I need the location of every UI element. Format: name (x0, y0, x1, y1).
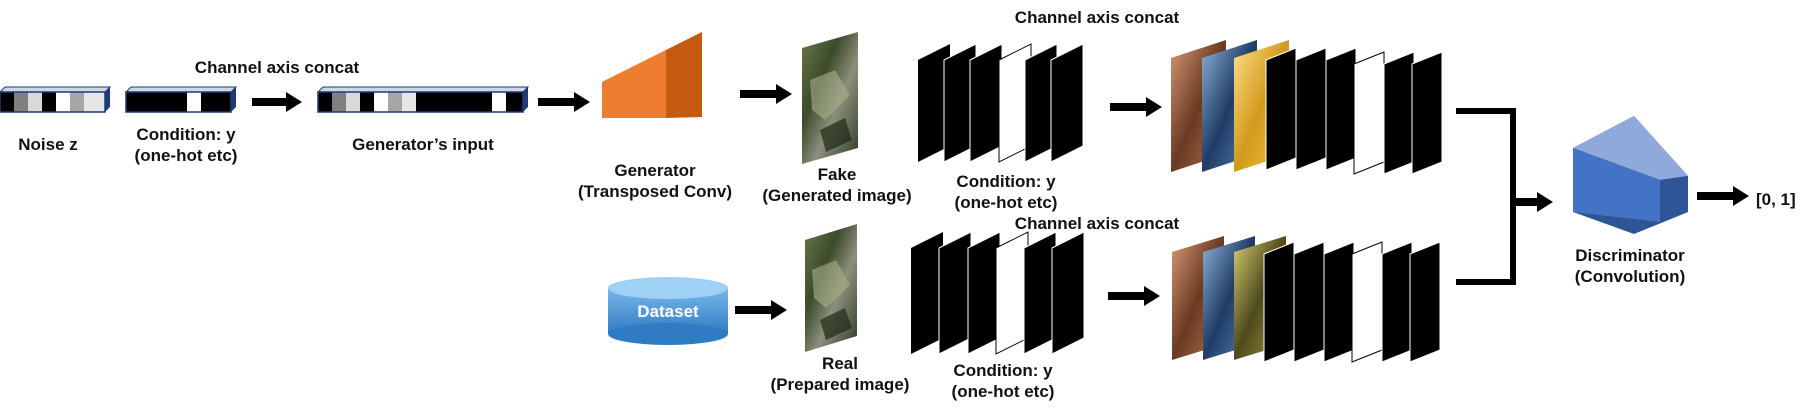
arrow-output (1697, 186, 1749, 206)
discriminator-label-1: Discriminator (1575, 246, 1685, 265)
discriminator-block (1573, 116, 1688, 234)
noise-label: Noise z (18, 135, 78, 154)
real-image (805, 224, 857, 352)
fake-label-2: (Generated image) (762, 186, 912, 205)
noise-vector (0, 86, 112, 113)
condition-label-2: (one-hot etc) (134, 146, 238, 165)
concat-stack-bottom (1172, 236, 1441, 363)
arrow-6 (1108, 286, 1160, 306)
condition-bot-label-2: (one-hot etc) (951, 382, 1055, 401)
arrow-4 (1110, 97, 1162, 117)
condition-mid-label-2: (one-hot etc) (954, 193, 1058, 212)
condition-vector (124, 86, 238, 113)
real-label-1: Real (822, 354, 858, 373)
channel-concat-label-left: Channel axis concat (194, 58, 360, 77)
generator-label-1: Generator (614, 161, 696, 180)
condition-bot-label-1: Condition: y (953, 361, 1053, 380)
dataset-cylinder (608, 277, 728, 345)
channel-concat-label-bottom: Channel axis concat (1014, 214, 1180, 233)
discriminator-label-2: (Convolution) (1574, 267, 1686, 286)
concat-stack-top (1171, 40, 1443, 175)
channel-concat-label-top-right: Channel axis concat (1014, 8, 1180, 27)
dataset-label: Dataset (637, 302, 699, 321)
condition-mid-label-1: Condition: y (956, 172, 1056, 191)
arrow-5 (735, 300, 787, 320)
arrow-1 (252, 92, 302, 112)
generator-label-2: (Transposed Conv) (578, 182, 732, 201)
output-label: [0, 1] (1756, 190, 1796, 209)
condition-maps-bottom (911, 231, 1085, 355)
arrow-3 (740, 84, 792, 104)
merge-connector (1456, 108, 1553, 285)
fake-image (802, 32, 858, 164)
condition-label-1: Condition: y (136, 125, 236, 144)
arrow-2 (538, 92, 590, 112)
condition-maps-top (918, 43, 1084, 163)
generator-block (602, 32, 702, 118)
real-label-2: (Prepared image) (770, 375, 910, 394)
generator-input-vector (316, 86, 530, 113)
fake-label-1: Fake (817, 165, 857, 184)
generator-input-label: Generator’s input (352, 135, 494, 154)
